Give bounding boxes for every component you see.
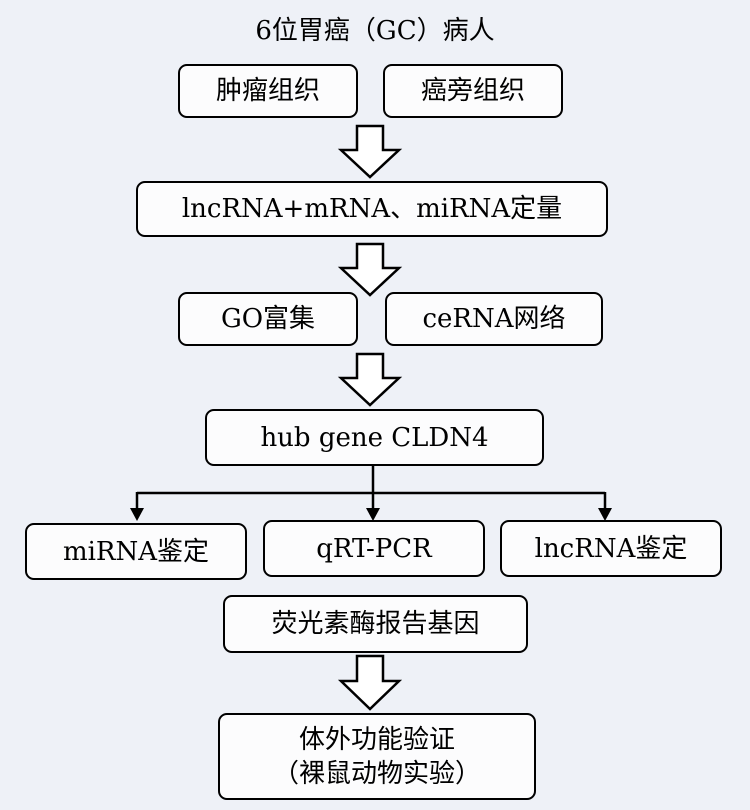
cerna-network-box: ceRNA网络 [385, 292, 603, 346]
go-enrichment-box: GO富集 [178, 292, 358, 346]
arrow-to-hub-gene [337, 352, 403, 407]
hub-gene-box: hub gene CLDN4 [205, 409, 544, 466]
qrt-pcr-label: qRT-PCR [316, 533, 432, 564]
arrow-to-validation [337, 654, 403, 711]
hub-gene-label: hub gene CLDN4 [260, 422, 489, 453]
diagram-title: 6位胃癌（GC）病人 [255, 16, 495, 46]
luciferase-reporter-box: 荧光素酶报告基因 [223, 595, 528, 653]
lncrna-identification-label: lncRNA鉴定 [534, 533, 688, 564]
quantification-box: lncRNA+mRNA、miRNA定量 [136, 181, 608, 237]
arrow-to-quantification [337, 124, 403, 179]
arrow-to-analysis [337, 242, 403, 297]
in-vitro-validation-label: 体外功能验证 [298, 724, 455, 755]
luciferase-reporter-label: 荧光素酶报告基因 [271, 609, 480, 639]
quantification-label: lncRNA+mRNA、miRNA定量 [181, 194, 563, 224]
cerna-network-label: ceRNA网络 [422, 304, 566, 334]
branch-connector [130, 466, 612, 521]
mirna-identification-label: miRNA鉴定 [62, 536, 210, 567]
adjacent-tissue-label: 癌旁组织 [420, 76, 525, 106]
in-vitro-validation-box: 体外功能验证 （裸鼠动物实验） [218, 713, 536, 800]
mirna-identification-box: miRNA鉴定 [25, 523, 247, 580]
go-enrichment-label: GO富集 [220, 304, 316, 334]
tumor-tissue-box: 肿瘤组织 [178, 64, 358, 118]
tumor-tissue-label: 肿瘤组织 [215, 76, 320, 106]
animal-experiment-label: （裸鼠动物实验） [272, 758, 481, 789]
qrt-pcr-box: qRT-PCR [263, 520, 485, 577]
lncrna-identification-box: lncRNA鉴定 [500, 520, 722, 577]
adjacent-tissue-box: 癌旁组织 [383, 64, 563, 118]
